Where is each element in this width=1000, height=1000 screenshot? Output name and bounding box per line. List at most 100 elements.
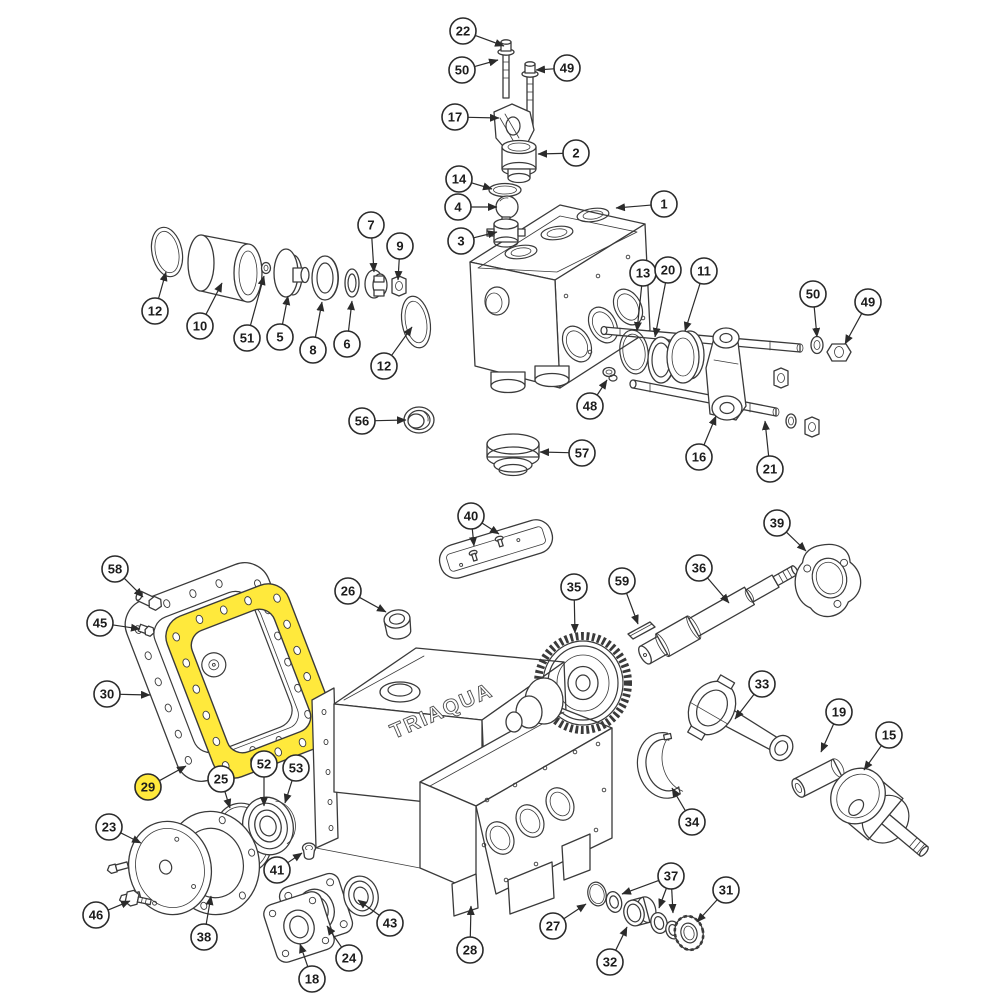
balloon-circle xyxy=(678,808,706,836)
callout-5[interactable]: 5 xyxy=(266,295,294,351)
part-37-seal-a xyxy=(605,891,623,913)
part-27-o-ring xyxy=(587,881,607,907)
leader-arrow xyxy=(112,623,141,632)
part-57-cap xyxy=(486,433,540,477)
callout-39[interactable]: 39 xyxy=(763,509,807,552)
callout-40[interactable]: 40 xyxy=(457,502,500,547)
callout-15[interactable]: 15 xyxy=(863,721,903,771)
balloon-circle xyxy=(190,923,218,951)
part-4-valve-ball xyxy=(495,195,519,219)
callout-37[interactable]: 37 xyxy=(621,862,685,914)
callout-59[interactable]: 59 xyxy=(608,567,639,625)
callout-14[interactable]: 14 xyxy=(445,165,493,193)
callout-48[interactable]: 48 xyxy=(576,379,608,420)
balloon-circle xyxy=(825,698,853,726)
callout-12[interactable]: 12 xyxy=(370,326,413,380)
balloon-number: 21 xyxy=(763,462,777,477)
balloon-circle xyxy=(299,336,327,364)
callout-10[interactable]: 10 xyxy=(186,282,223,340)
callout-33[interactable]: 33 xyxy=(734,670,776,720)
callout-11[interactable]: 11 xyxy=(683,257,718,332)
balloon-number: 16 xyxy=(692,450,706,465)
callout-3[interactable]: 3 xyxy=(447,227,498,255)
callout-31[interactable]: 31 xyxy=(696,876,740,923)
callout-8[interactable]: 8 xyxy=(299,301,327,364)
callout-22[interactable]: 22 xyxy=(449,17,505,47)
leader-arrow xyxy=(205,895,214,925)
callout-43[interactable]: 43 xyxy=(357,899,404,937)
part-1-manifold-head xyxy=(469,204,651,394)
callout-29[interactable]: 29 xyxy=(134,765,187,801)
callout-17[interactable]: 17 xyxy=(441,103,500,131)
balloon-number: 12 xyxy=(148,304,162,319)
balloon-circle xyxy=(763,509,791,537)
callout-34[interactable]: 34 xyxy=(671,787,706,836)
callout-51[interactable]: 51 xyxy=(233,275,266,352)
balloon-number: 10 xyxy=(193,319,207,334)
callout-46[interactable]: 46 xyxy=(82,900,131,929)
balloon-circle xyxy=(608,567,636,595)
balloon-number: 49 xyxy=(861,295,875,310)
callout-49[interactable]: 49 xyxy=(535,54,581,82)
callout-1[interactable]: 1 xyxy=(615,190,678,218)
leader-arrow xyxy=(369,237,378,273)
callout-32[interactable]: 32 xyxy=(596,926,628,976)
balloon-circle xyxy=(562,139,590,167)
callout-38[interactable]: 38 xyxy=(190,895,218,951)
part-6-washer xyxy=(344,268,360,298)
part-31-gland-nut xyxy=(673,914,705,952)
leader-arrow xyxy=(314,301,325,338)
callout-36[interactable]: 36 xyxy=(685,554,730,604)
callout-9[interactable]: 9 xyxy=(386,232,414,281)
balloon-circle xyxy=(357,211,385,239)
leader-arrow xyxy=(539,448,570,457)
callout-41[interactable]: 41 xyxy=(263,852,303,884)
callout-21[interactable]: 21 xyxy=(756,420,784,483)
balloon-circle xyxy=(134,773,162,801)
callout-16[interactable]: 16 xyxy=(685,415,717,471)
callout-4[interactable]: 4 xyxy=(444,193,498,221)
leader-arrow xyxy=(570,599,579,634)
callout-52[interactable]: 52 xyxy=(250,750,278,807)
callout-25[interactable]: 25 xyxy=(207,765,235,809)
callout-45[interactable]: 45 xyxy=(86,609,141,637)
callout-57[interactable]: 57 xyxy=(539,439,596,467)
balloon-number: 17 xyxy=(448,110,462,125)
balloon-circle xyxy=(370,352,398,380)
callout-2[interactable]: 2 xyxy=(537,139,590,167)
callout-58[interactable]: 58 xyxy=(101,555,144,598)
callout-50[interactable]: 50 xyxy=(799,280,827,338)
callout-7[interactable]: 7 xyxy=(357,211,385,273)
leader-arrow xyxy=(471,182,493,191)
callout-26[interactable]: 26 xyxy=(334,577,387,613)
callout-6[interactable]: 6 xyxy=(333,300,361,358)
callout-56[interactable]: 56 xyxy=(348,407,407,435)
callout-35[interactable]: 35 xyxy=(560,573,588,634)
callout-13[interactable]: 13 xyxy=(629,259,657,332)
leader-arrow xyxy=(625,592,639,625)
balloon-number: 58 xyxy=(108,562,122,577)
callout-50[interactable]: 50 xyxy=(448,56,499,84)
balloon-circle xyxy=(334,577,362,605)
balloon-number: 51 xyxy=(240,331,254,346)
callout-19[interactable]: 19 xyxy=(820,698,853,753)
balloon-number: 15 xyxy=(882,728,896,743)
callout-23[interactable]: 23 xyxy=(95,813,142,844)
callout-28[interactable]: 28 xyxy=(456,905,484,964)
callout-49[interactable]: 49 xyxy=(844,288,882,345)
part-8-seal-ring xyxy=(311,255,339,301)
balloon-number: 57 xyxy=(575,446,589,461)
balloon-number: 25 xyxy=(214,772,228,787)
balloon-circle xyxy=(685,443,713,471)
balloon-circle xyxy=(263,856,291,884)
callout-30[interactable]: 30 xyxy=(93,680,151,708)
leader-arrow xyxy=(537,149,564,158)
callout-27[interactable]: 27 xyxy=(539,903,587,940)
callout-20[interactable]: 20 xyxy=(652,256,682,338)
part-45-plug xyxy=(137,623,155,637)
callout-12[interactable]: 12 xyxy=(141,271,169,325)
callout-53[interactable]: 53 xyxy=(282,754,310,804)
callout-18[interactable]: 18 xyxy=(298,943,326,993)
balloon-circle xyxy=(348,407,376,435)
callout-24[interactable]: 24 xyxy=(326,925,363,972)
